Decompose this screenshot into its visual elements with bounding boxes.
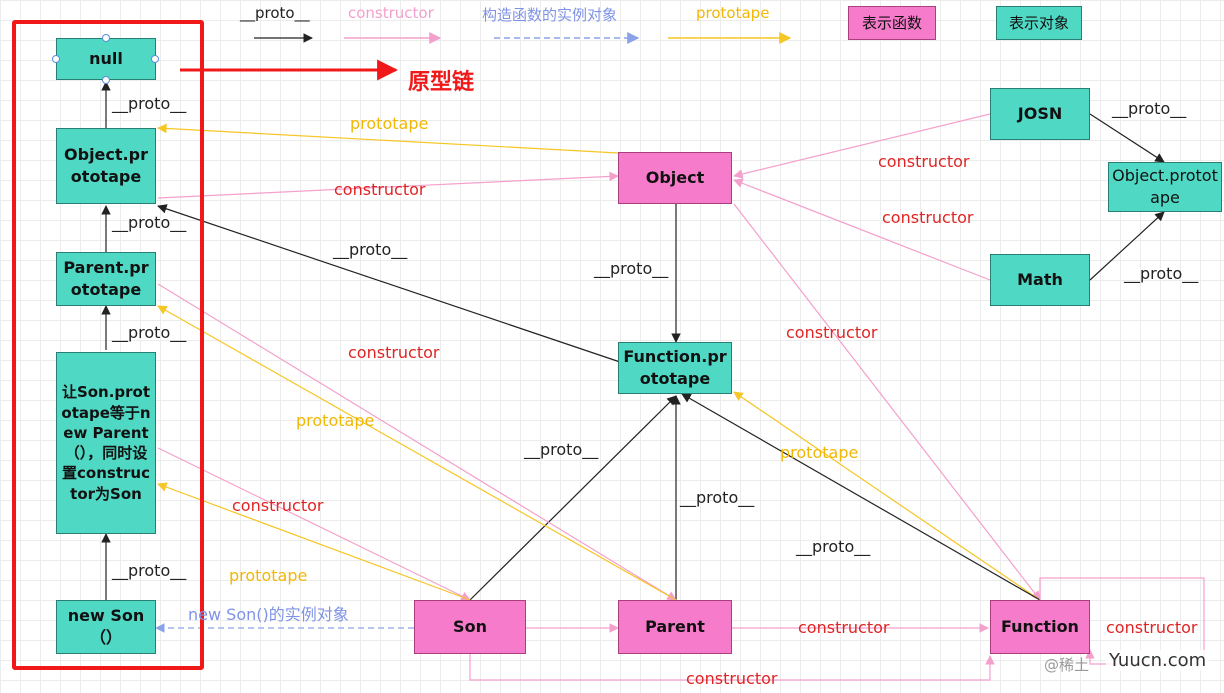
label-instance-son: new Son()的实例对象	[188, 605, 349, 624]
prototype-chain-label: 原型链	[408, 70, 475, 95]
node-parent-prototype[interactable]: Parent.prototape	[56, 252, 156, 306]
edge-objproto-ctor	[157, 171, 619, 199]
label-prototape-function: prototape	[780, 443, 859, 462]
label-ctor-math: constructor	[882, 208, 974, 227]
legend-constructor-label: constructor	[348, 4, 434, 22]
label-ctor-parentproto: constructor	[348, 343, 440, 362]
edge-son-fnproto	[469, 395, 677, 601]
label-proto-parent-fnproto: __proto__	[680, 488, 755, 507]
label-proto-sonproto: __proto__	[112, 561, 187, 580]
label-prototape-object: prototape	[350, 114, 429, 133]
edge-math-ctor	[733, 178, 991, 281]
label-prototape-parent: prototape	[296, 411, 375, 430]
label-proto-function-fnproto: __proto__	[796, 537, 871, 556]
label-proto-josn: __proto__	[1112, 99, 1187, 118]
node-object[interactable]: Object	[618, 152, 732, 204]
legend-object-box: 表示对象	[996, 6, 1082, 40]
label-proto-objproto: __proto__	[112, 213, 187, 232]
selection-handle[interactable]	[102, 76, 110, 84]
label-ctor-son-parent: constructor	[798, 618, 890, 637]
node-math[interactable]: Math	[990, 254, 1090, 306]
edge-function-fnproto	[681, 393, 1041, 601]
label-ctor-sonproto: constructor	[232, 496, 324, 515]
node-new-son[interactable]: new Son（）	[56, 600, 156, 654]
edge-parent-prototape	[157, 305, 677, 601]
label-ctor-function-object: constructor	[786, 323, 878, 342]
label-proto-math: __proto__	[1124, 264, 1199, 283]
node-josn[interactable]: JOSN	[990, 88, 1090, 140]
watermark-site: Yuucn.com	[1106, 650, 1210, 671]
edge-function-self-ctor	[1039, 577, 1205, 665]
label-ctor-bottom: constructor	[686, 669, 778, 688]
label-proto-fnproto-objproto: __proto__	[333, 240, 408, 259]
label-proto-parentproto: __proto__	[112, 323, 187, 342]
label-proto-son-fnproto: __proto__	[524, 440, 599, 459]
label-ctor-josn: constructor	[878, 152, 970, 171]
edge-function-prototape	[733, 391, 1041, 601]
edge-math-proto	[1089, 211, 1165, 281]
node-function-prototype[interactable]: Function.prototape	[618, 342, 732, 394]
label-proto-object-fnproto: __proto__	[594, 259, 669, 278]
node-null[interactable]: null	[56, 38, 156, 80]
edge-son-function-ctor-bottom	[469, 654, 995, 681]
prototype-chain-frame	[12, 20, 204, 670]
legend-function-box: 表示函数	[848, 6, 936, 40]
edge-parentproto-ctor	[157, 283, 677, 601]
node-parent[interactable]: Parent	[618, 600, 732, 654]
selection-handle[interactable]	[102, 34, 110, 42]
edge-fnproto-objproto	[157, 204, 621, 363]
selection-handle[interactable]	[52, 55, 60, 63]
edge-josn-proto	[1089, 113, 1165, 163]
node-function[interactable]: Function	[990, 600, 1090, 654]
edge-function-object-ctor	[733, 203, 1041, 601]
edge-son-prototape	[157, 482, 471, 601]
edge-josn-ctor	[733, 113, 991, 179]
node-object-prototype-right[interactable]: Object.prototape	[1108, 162, 1222, 212]
legend-proto-label: __proto__	[240, 4, 310, 22]
legend-prototape-label: prototape	[696, 4, 770, 22]
edge-sonproto-ctor	[157, 447, 471, 601]
label-ctor-objproto: constructor	[334, 180, 426, 199]
selection-handle[interactable]	[151, 55, 159, 63]
edge-object-prototape	[157, 123, 619, 154]
legend-instance-label: 构造函数的实例对象	[482, 6, 618, 24]
node-object-prototype[interactable]: Object.prototape	[56, 128, 156, 204]
node-son[interactable]: Son	[414, 600, 526, 654]
node-son-prototype[interactable]: 让Son.prototape等于new Parent（），同时设置constru…	[56, 352, 156, 534]
label-ctor-self: constructor	[1106, 618, 1198, 637]
label-proto-null: __proto__	[112, 94, 187, 113]
label-prototape-son: prototape	[229, 566, 308, 585]
watermark: @稀土	[1044, 656, 1090, 674]
